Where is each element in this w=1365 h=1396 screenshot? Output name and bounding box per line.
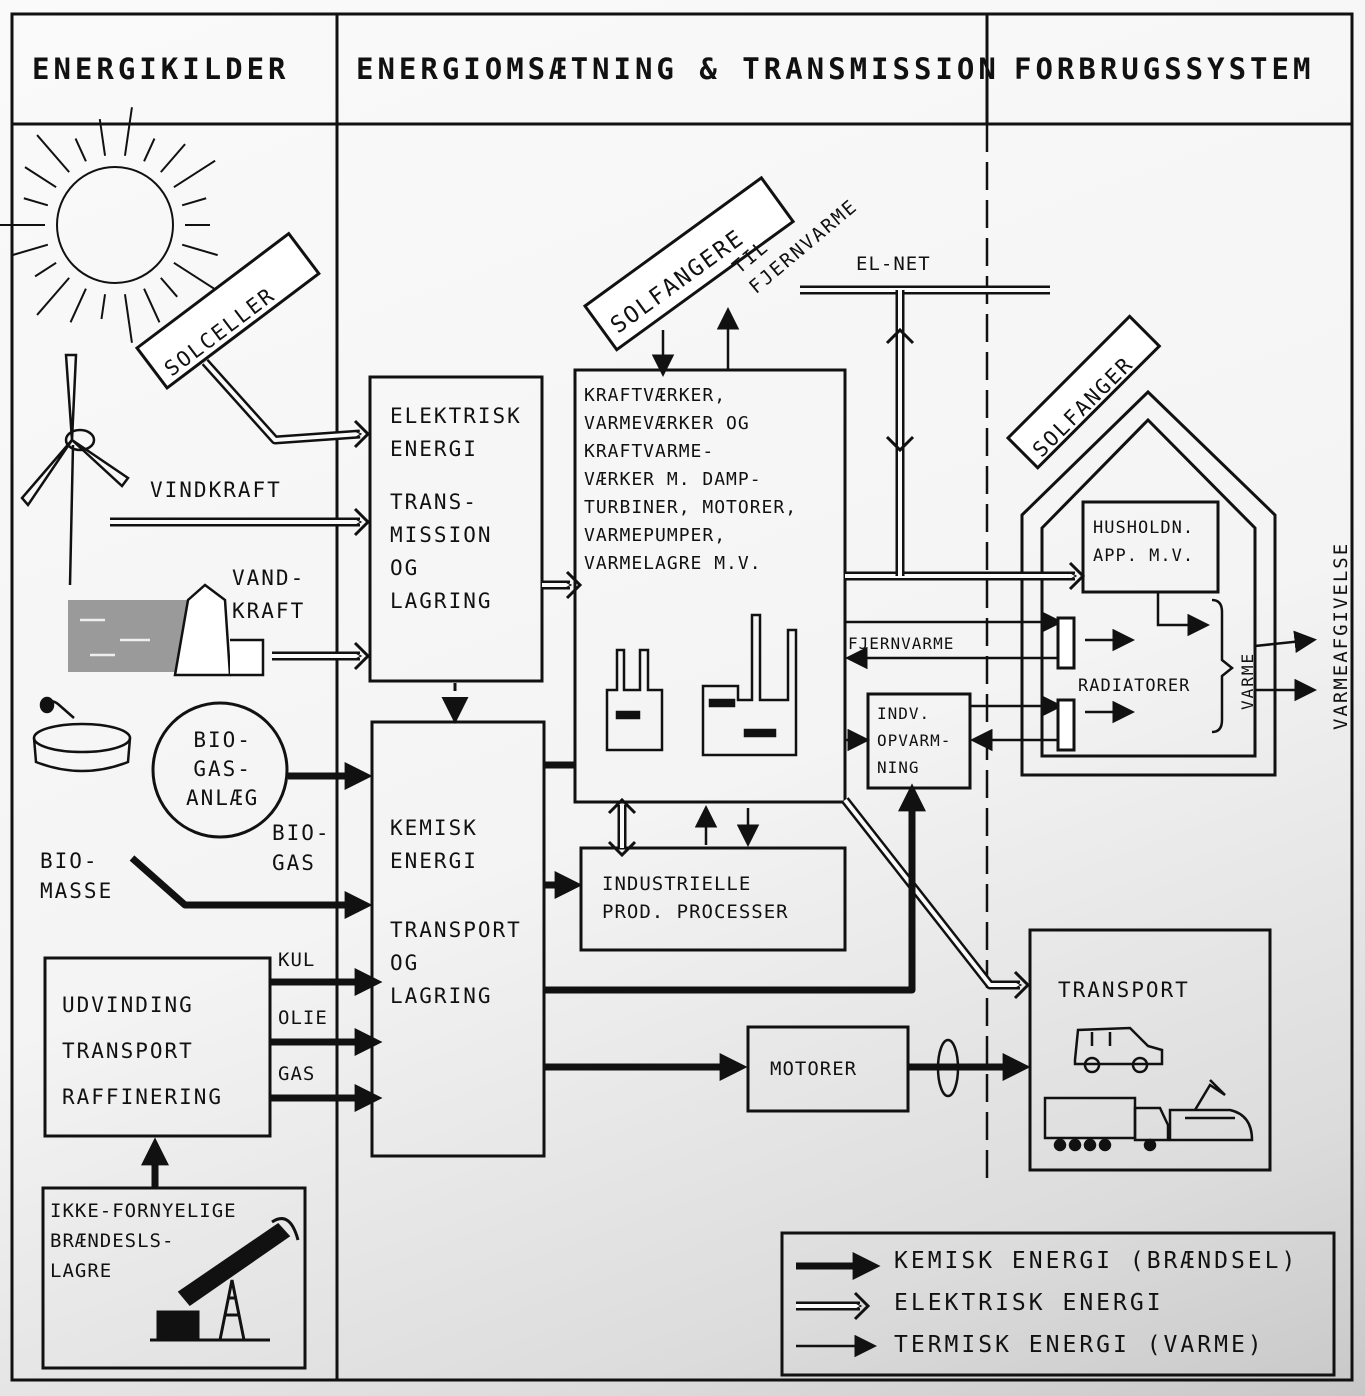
- factory-icon: [605, 648, 664, 752]
- legend-thermal-label: TERMISK ENERGI (VARME): [894, 1332, 1265, 1358]
- sun-ray: [36, 134, 70, 173]
- sun-ray: [12, 243, 49, 257]
- column-header-sources: ENERGIKILDER: [32, 52, 290, 86]
- factory-icon: [701, 613, 798, 757]
- column-header-conversion: ENERGIOMSÆTNING & TRANSMISSION: [356, 52, 1000, 86]
- motors-label: MOTORER: [770, 1058, 858, 1080]
- legend-chemical-label: KEMISK ENERGI (BRÆNDSEL): [894, 1248, 1299, 1274]
- column-header-consumption: FORBRUGSSYSTEM: [1014, 52, 1315, 86]
- transport-label: TRANSPORT: [1058, 978, 1190, 1002]
- household-heat: [1156, 592, 1210, 637]
- train-icon: [1168, 1079, 1254, 1142]
- extraction-box: [43, 956, 272, 1138]
- oil-derrick-icon: [150, 1217, 300, 1342]
- solar-cells-box: [134, 231, 321, 391]
- chemical-to-individual-heating: [544, 783, 926, 994]
- sun-ray: [123, 294, 133, 343]
- sun-ray: [23, 197, 49, 207]
- biogas-plant-node: [151, 701, 289, 839]
- hydro-dam-icon: [68, 583, 265, 677]
- solar-to-electric: [201, 358, 360, 445]
- sun-ray: [143, 288, 161, 323]
- arrowhead: [885, 435, 915, 453]
- sun-ray: [34, 262, 57, 278]
- sun-ray: [181, 197, 207, 207]
- grid-label: EL-NET: [856, 253, 931, 275]
- household-box: [1081, 500, 1220, 594]
- arrowhead: [853, 1291, 871, 1321]
- sun-ray: [36, 277, 70, 316]
- legend-box: [780, 1231, 1336, 1377]
- biomass-label: BIO-MASSE: [40, 849, 114, 903]
- sun-ray: [74, 138, 87, 162]
- radiator-icon: [1056, 698, 1076, 752]
- plants-to-transport: [841, 797, 1020, 990]
- individual-heating-label: INDV.OPVARM-NING: [877, 704, 952, 777]
- biogas-label: BIO-GAS: [272, 821, 331, 875]
- biogas-plant-label: BIO-GAS-ANLÆG: [186, 728, 260, 810]
- frame: [10, 12, 1354, 1382]
- gas-label: GAS: [278, 1063, 316, 1085]
- hydro-label: VAND-KRAFT: [232, 566, 306, 623]
- arrowhead: [565, 570, 583, 600]
- district-heating-label: FJERNVARME: [848, 634, 955, 653]
- arrowhead: [607, 797, 637, 815]
- sun-ray: [160, 143, 186, 173]
- heat-label: VARME: [1238, 651, 1257, 710]
- radiator-icon: [1056, 616, 1076, 670]
- arrowhead: [885, 327, 915, 345]
- power-plants-box: [573, 368, 847, 804]
- sun-ray: [98, 118, 107, 156]
- house-solar-collector-box: [1005, 314, 1162, 470]
- legend-electric-label: ELEKTRISK ENERGI: [894, 1290, 1164, 1316]
- solar-collectors-box: [582, 175, 796, 352]
- arrowhead: [607, 840, 637, 858]
- sun-ray: [69, 288, 87, 323]
- sun-ray: [24, 166, 57, 188]
- wind-turbine-icon: [20, 353, 130, 586]
- sun-ray: [173, 262, 216, 291]
- transport-box: [1028, 928, 1272, 1172]
- sun-ray: [123, 107, 133, 156]
- electric-energy-box: [368, 375, 544, 683]
- radiators-label: RADIATORER: [1078, 676, 1191, 696]
- oil-label: OLIE: [278, 1007, 328, 1029]
- truck-icon: [1043, 1096, 1170, 1152]
- biogas-tank-icon: [32, 696, 132, 773]
- car-icon: [1073, 1026, 1164, 1074]
- arrowhead: [1068, 561, 1086, 591]
- arrowhead: [353, 507, 371, 537]
- arrowhead: [353, 419, 371, 449]
- rotation-icon: [936, 1038, 960, 1098]
- household-label: HUSHOLDN.APP. M.V.: [1093, 518, 1195, 566]
- fossil-stores-box: [41, 1186, 307, 1370]
- heat-release-label: VARMEAFGIVELSE: [1330, 541, 1352, 730]
- sun-ray: [173, 159, 216, 188]
- coal-label: KUL: [278, 949, 316, 971]
- sun-icon: [0, 107, 218, 343]
- biomass-to-chemical: [129, 855, 373, 919]
- arrowhead: [353, 641, 371, 671]
- sun-ray: [143, 138, 156, 162]
- heat-brace: [1211, 598, 1235, 734]
- wind-label: VINDKRAFT: [150, 478, 282, 502]
- arrowhead: [1013, 970, 1031, 1000]
- sun-ray: [181, 243, 218, 257]
- sun-ray: [160, 277, 178, 298]
- industry-box: [579, 846, 847, 952]
- sun-ray: [100, 294, 107, 320]
- heat-release-1: [1254, 630, 1317, 654]
